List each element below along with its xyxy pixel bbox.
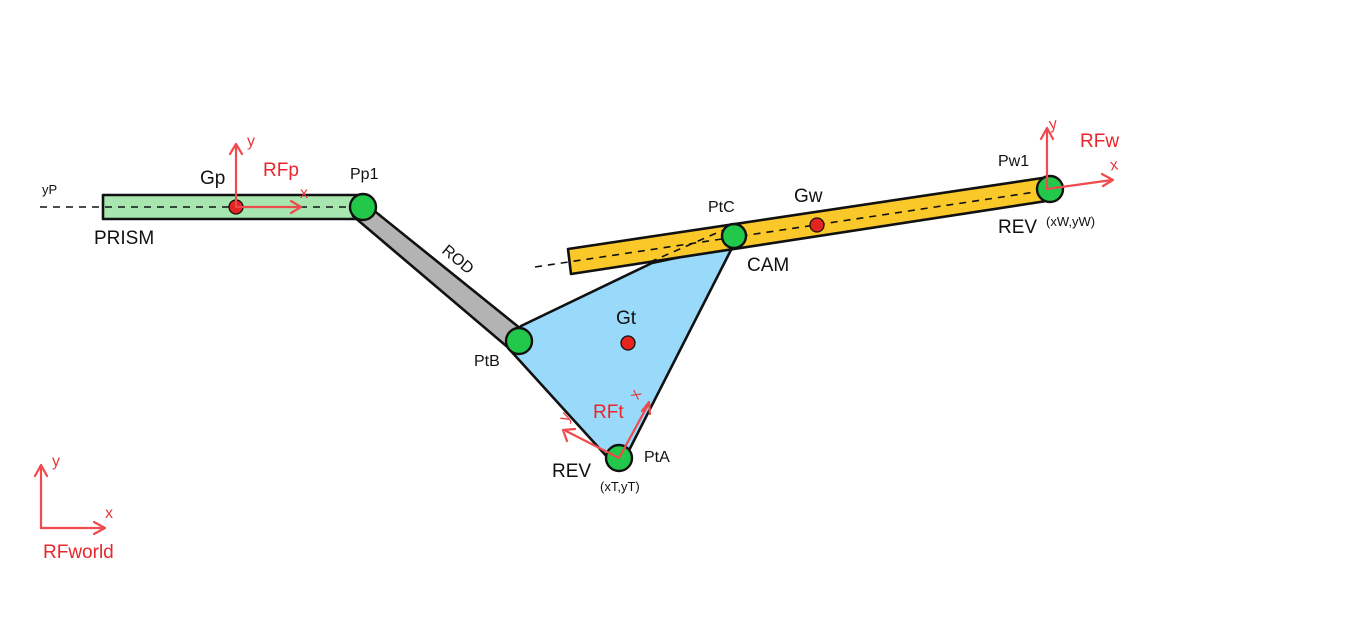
rfworld-label: RFworld [43,542,114,563]
frame-rfw-axes [1039,126,1115,191]
rfp-y-label: y [247,133,255,150]
com-gt[interactable] [620,335,636,351]
pw1-label: Pw1 [998,153,1029,170]
pta-joint-type-label: REV [552,461,591,482]
frame-rfworld-axes [33,463,107,536]
pta-label: PtA [644,449,670,466]
prism-label: PRISM [94,228,154,249]
ptc-joint-type-label: CAM [747,255,789,276]
joint-pp1[interactable] [348,192,378,222]
rfw-y-label: y [1048,116,1058,134]
rfw-x-label: x [1109,157,1119,175]
rfp-x-label: x [300,185,308,202]
rfworld-x-label: x [105,505,113,522]
rft-label: RFt [593,402,624,423]
joint-ptb[interactable] [504,326,534,356]
ptc-label: PtC [708,199,735,216]
rfworld-y-label: y [52,453,60,470]
com-gw[interactable] [809,217,825,233]
gw-label: Gw [794,186,823,207]
rod-body [351,197,528,352]
gt-label: Gt [616,308,637,329]
pw1-coords-label: (xW,yW) [1046,214,1095,229]
rfw-label: RFw [1080,131,1119,152]
rfp-label: RFp [263,160,299,181]
ptb-label: PtB [474,353,500,370]
wheel-bar-axis-dashed-line [534,187,1063,268]
joint-ptc[interactable] [720,222,748,250]
gp-label: Gp [200,168,225,189]
prism-axis-label: yP [42,182,57,197]
triangle-body [508,244,735,472]
pta-coords-label: (xT,yT) [600,479,640,494]
cam-contact-dashed-line [649,227,729,263]
pp1-label: Pp1 [350,166,379,183]
frame-rfp-axes [228,142,303,215]
pw1-joint-type-label: REV [998,217,1037,238]
frame-rft-axes [561,400,652,460]
